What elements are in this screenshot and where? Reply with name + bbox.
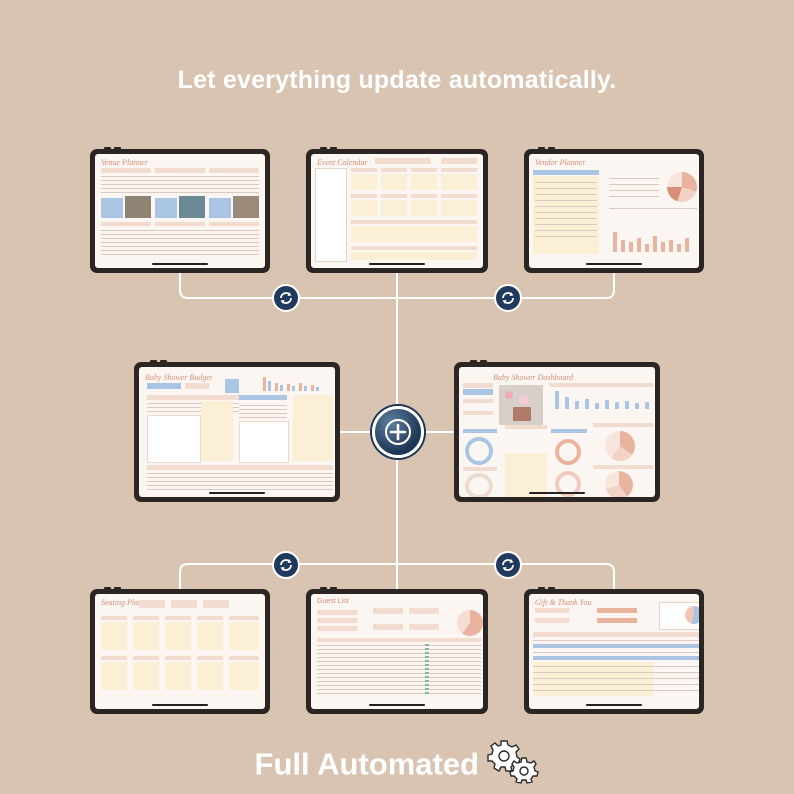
thumb-title: Baby Shower Budget	[145, 373, 213, 382]
plus-icon	[372, 406, 424, 458]
thumbnail-seating-plan: Seating Plan	[90, 587, 270, 714]
thumb-title: Guest List	[317, 598, 349, 605]
thumb-title: Gift & Thank You	[535, 598, 592, 607]
thumbnail-venue-planner: Venue Planner	[90, 147, 270, 273]
thumbnail-baby-shower-dashboard: Baby Shower Dashboard	[454, 360, 660, 502]
thumb-title: Venue Planner	[101, 158, 148, 167]
thumb-title: Vendor Planner	[535, 158, 586, 167]
sync-icon	[272, 284, 300, 312]
headline: Let everything update automatically.	[177, 66, 617, 94]
gears-icon	[487, 738, 540, 791]
thumbnail-guest-list: Guest List	[306, 587, 488, 714]
thumbnail-gift-thank-you: Gift & Thank You	[524, 587, 704, 714]
thumb-title: Event Calendar	[317, 158, 368, 167]
thumb-title: Baby Shower Dashboard	[493, 373, 574, 382]
footer: Full Automated	[0, 738, 794, 791]
sync-icon	[494, 551, 522, 579]
thumbnail-baby-shower-budget: Baby Shower Budget	[134, 360, 340, 502]
sync-icon	[272, 551, 300, 579]
footer-title: Full Automated	[254, 746, 479, 782]
sync-icon	[494, 284, 522, 312]
thumbnail-vendor-planner: Vendor Planner	[524, 147, 704, 273]
thumbnail-event-calendar: Event Calendar	[306, 147, 488, 273]
thumb-title: Seating Plan	[101, 598, 143, 607]
